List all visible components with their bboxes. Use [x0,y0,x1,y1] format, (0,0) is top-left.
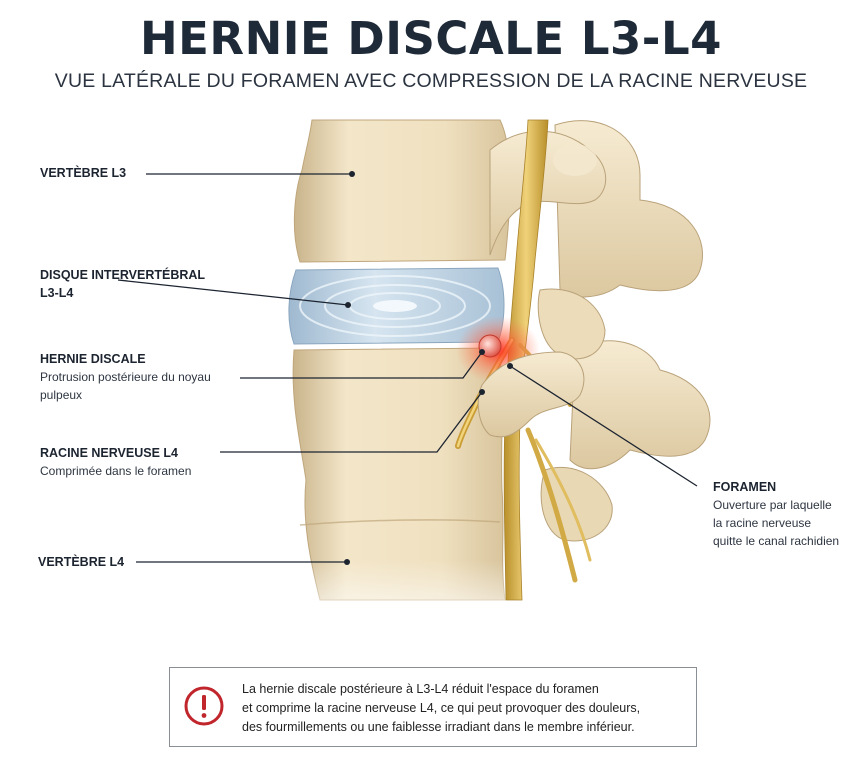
l4-process [477,351,585,438]
note-line-3: des fourmillements ou une faiblesse irra… [242,720,635,734]
label-foramen-desc-2: la racine nerveuse [713,516,812,530]
label-foramen-desc-3: quitte le canal rachidien [713,534,840,548]
label-vertebra-l4: VERTÈBRE L4 [38,553,124,571]
note-line-2: et comprime la racine nerveuse L4, ce qu… [242,701,641,715]
label-foramen-desc-1: Ouverture par laquelle [713,498,832,512]
intervertebral-disc [288,267,505,345]
exclamation-circle-icon [184,686,224,726]
label-herniation-desc-1: Protrusion postérieure du noyau [40,370,211,384]
label-foramen-title: FORAMEN [713,480,777,494]
label-foramen: FORAMEN Ouverture par laquelle la racine… [713,478,839,550]
spinal-cord [503,119,592,601]
label-nerve-root-desc: Comprimée dans le foramen [40,464,192,478]
label-disc-title-2: L3-L4 [40,286,74,300]
vertebra-l4-body [280,347,520,640]
info-note: La hernie discale postérieure à L3-L4 ré… [169,667,697,747]
page-title: HERNIE DISCALE L3-L4 [140,12,722,65]
label-nerve-root-title: RACINE NERVEUSE L4 [40,446,178,460]
label-disc: DISQUE INTERVERTÉBRAL L3-L4 [40,266,205,302]
label-vertebra-l4-title: VERTÈBRE L4 [38,555,125,569]
note-text: La hernie discale postérieure à L3-L4 ré… [242,680,682,737]
note-line-1: La hernie discale postérieure à L3-L4 ré… [242,682,599,696]
label-herniation-desc-2: pulpeux [40,388,83,402]
page-subtitle: VUE LATÉRALE DU FORAMEN AVEC COMPRESSION… [54,70,808,92]
label-vertebra-l3-title: VERTÈBRE L3 [40,166,127,180]
label-herniation-title: HERNIE DISCALE [40,352,146,366]
label-disc-title-1: DISQUE INTERVERTÉBRAL [40,268,206,282]
vertebra-l3-body [293,119,607,263]
leader-dots [344,171,513,565]
label-herniation: HERNIE DISCALE Protrusion postérieure du… [40,350,211,404]
label-vertebra-l3: VERTÈBRE L3 [40,164,126,182]
leader-lines [117,173,698,563]
label-nerve-root: RACINE NERVEUSE L4 Comprimée dans le for… [40,444,191,480]
